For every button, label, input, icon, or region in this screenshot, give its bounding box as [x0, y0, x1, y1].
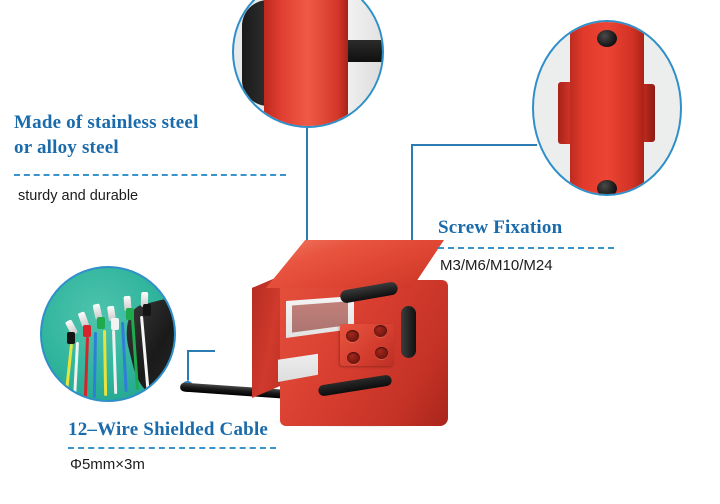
callout-material-title-line2: or alloy steel — [14, 137, 119, 158]
callout-screw-fixation: Screw Fixation M3/M6/M10/M24 — [438, 215, 688, 274]
wire-cap-green — [97, 317, 105, 329]
leader-line-cap-detail — [306, 128, 308, 272]
wire-strand-red — [83, 336, 89, 400]
callout-screw-fixation-title: Screw Fixation — [438, 217, 563, 238]
background-plate-upper — [346, 0, 382, 42]
wire-cap-green — [126, 308, 134, 320]
leader-line-cable-vertical — [187, 350, 189, 386]
callout-screw-fixation-subtitle: M3/M6/M10/M24 — [440, 257, 553, 274]
callout-material-title-line1: Made of stainless steel — [14, 112, 199, 133]
callout-material-title: Made of stainless steel or alloy steel — [14, 110, 314, 160]
red-body-macro — [264, 0, 348, 126]
product-screw-hole — [346, 330, 359, 342]
wire-cap-white — [111, 318, 119, 330]
callout-material-subtitle: sturdy and durable — [18, 188, 139, 204]
callout-cable-title: 12–Wire Shielded Cable — [68, 419, 269, 440]
leader-line-cable-horizontal — [187, 350, 215, 352]
wire-strand-yellow — [103, 329, 108, 397]
wire-strand-white — [112, 329, 118, 395]
callout-cable-subtitle: Φ5mm×3m — [70, 456, 145, 473]
screw-hole-top — [597, 30, 617, 47]
product-screw-hole — [374, 325, 387, 337]
red-top-plate — [570, 22, 644, 194]
wire-strand-yellow — [63, 343, 73, 400]
wire-cap-black — [143, 304, 151, 316]
product-s-type-load-cell — [179, 240, 462, 430]
callout-cable: 12–Wire Shielded Cable Φ5mm×3m — [68, 417, 348, 473]
callout-cable-divider — [68, 447, 276, 449]
leader-line-screw-fixation — [411, 144, 537, 326]
magnifier-circle-wire-detail — [40, 266, 176, 402]
magnifier-circle-screw-detail — [532, 20, 682, 196]
screw-hole-bottom — [597, 180, 617, 194]
callout-material: Made of stainless steel or alloy steel s… — [14, 110, 314, 204]
callout-screw-fixation-divider — [438, 247, 614, 249]
background-plate-lower — [346, 62, 382, 126]
black-bar-macro — [346, 40, 382, 62]
product-screw-hole — [375, 347, 388, 359]
side-lug-left — [558, 82, 571, 144]
callout-material-divider — [14, 174, 286, 176]
product-rubber-plug-right — [401, 306, 416, 358]
magnifier-circle-cap-detail — [232, 0, 384, 128]
wire-cap-black — [67, 332, 75, 344]
side-lug-right — [643, 84, 655, 142]
wire-strand-white — [72, 341, 79, 400]
wire-cap-red — [83, 325, 91, 337]
wire-strand-blue — [92, 331, 97, 399]
product-screw-hole — [347, 352, 360, 364]
